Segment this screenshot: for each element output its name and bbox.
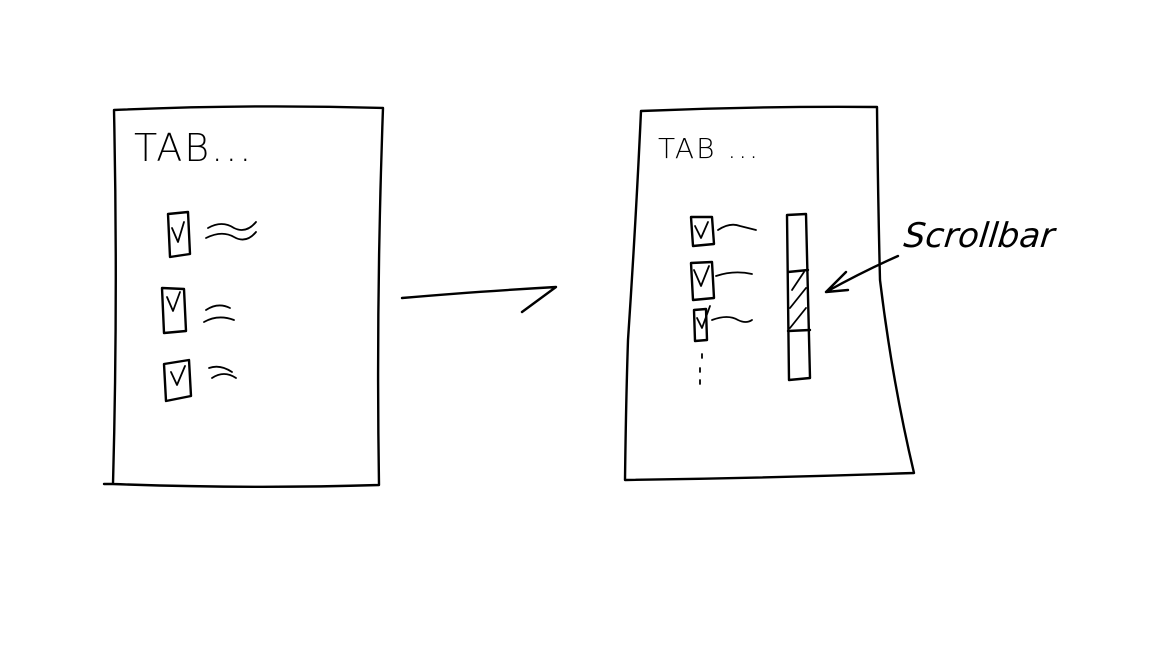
scrollbar-thumb[interactable] [786,268,812,333]
left-item-label-2 [203,304,235,323]
right-panel-frame [623,105,916,482]
right-checkbox-1[interactable] [689,215,716,248]
transition-arrow [400,285,558,314]
left-panel-title: TAB... [134,126,254,170]
left-checkbox-3[interactable] [162,358,193,403]
scrollbar[interactable] [785,212,812,382]
left-checkbox-2[interactable] [160,286,188,335]
more-items-indicator [699,353,703,385]
right-item-label-3 [711,316,753,323]
left-checkbox-1[interactable] [166,210,192,259]
right-checkbox-2[interactable] [689,260,716,302]
right-panel [623,105,916,482]
right-panel-title: TAB ... [658,132,761,165]
scrollbar-callout-label: Scrollbar [901,216,1057,256]
left-panel [102,105,385,488]
left-item-label-1 [205,221,257,241]
scrollbar-thumb-hatch [789,271,807,329]
right-checkbox-3[interactable] [692,305,711,343]
callout-arrow [824,254,900,294]
left-panel-frame [102,105,385,488]
right-item-label-1 [717,223,757,231]
scrollbar-track[interactable] [785,212,812,382]
left-item-label-3 [208,365,237,379]
right-item-label-2 [715,271,753,277]
